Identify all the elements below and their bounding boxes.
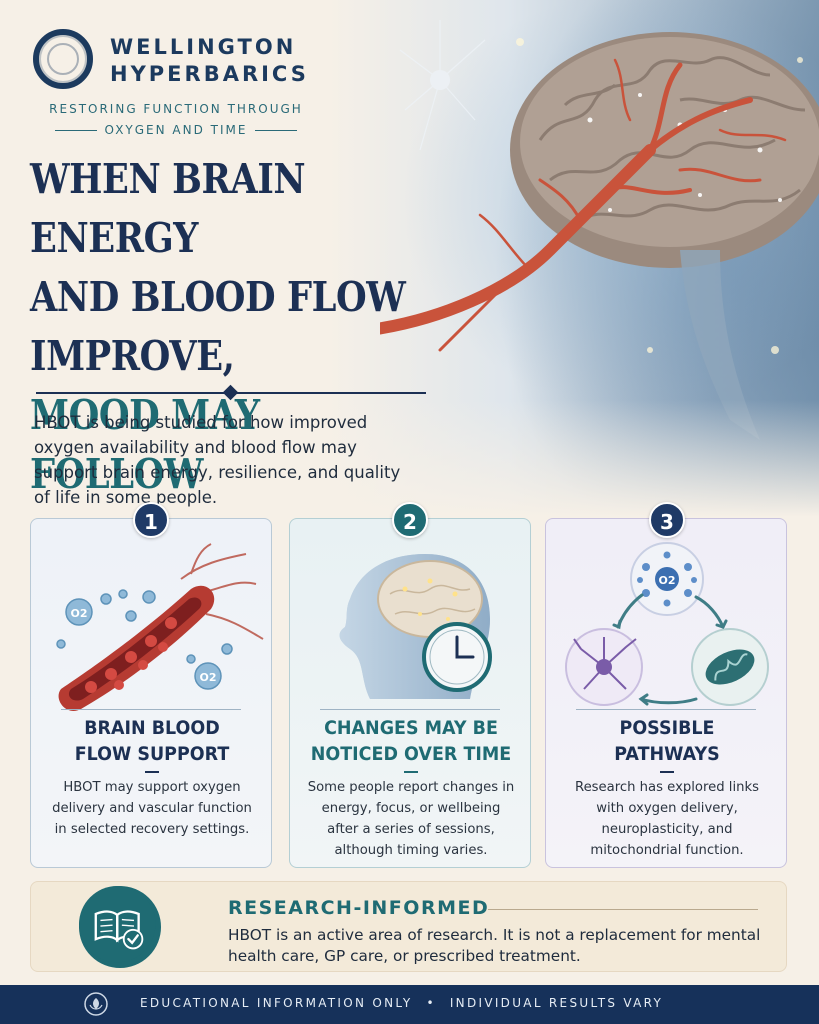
tagline-line1: RESTORING FUNCTION THROUGH	[49, 102, 303, 116]
card-rule	[61, 709, 241, 710]
step-number-badge: 1	[133, 502, 169, 538]
headline-line3: IMPROVE,	[30, 332, 235, 380]
ring-logo-icon	[33, 29, 93, 89]
card-rule	[320, 709, 500, 710]
card-title: BRAIN BLOOD FLOW SUPPORT	[41, 715, 264, 767]
page-title: WHEN BRAIN ENERGY AND BLOOD FLOW IMPROVE…	[30, 150, 426, 504]
step-number-badge: 2	[392, 502, 428, 538]
tagline-line2: OXYGEN AND TIME	[104, 123, 248, 137]
research-title: RESEARCH-INFORMED	[228, 897, 490, 919]
tagline-line2-row: OXYGEN AND TIME	[36, 120, 316, 141]
brain-vessel-illustration	[380, 20, 819, 440]
card-changes-over-time: CHANGES MAY BE NOTICED OVER TIME Some pe…	[289, 518, 531, 868]
card-title: CHANGES MAY BE NOTICED OVER TIME	[300, 715, 523, 767]
footer-bar	[0, 985, 819, 1024]
card-body: Research has explored links with oxygen …	[575, 780, 759, 858]
card-mini-rule	[145, 771, 159, 773]
footer-text: EDUCATIONAL INFORMATION ONLY • INDIVIDUAL …	[140, 996, 663, 1010]
footer-right: INDIVIDUAL RESULTS VARY	[449, 996, 664, 1010]
tagline: RESTORING FUNCTION THROUGH OXYGEN AND TI…	[36, 99, 316, 141]
footer-separator: •	[426, 996, 436, 1010]
footer-left: EDUCATIONAL INFORMATION ONLY	[140, 996, 413, 1010]
card-title-line1: POSSIBLE	[619, 717, 715, 739]
card-title-line1: CHANGES MAY BE	[324, 717, 498, 739]
card-title-line2: FLOW SUPPORT	[74, 743, 230, 765]
oxygen-label-3: O2	[658, 574, 675, 587]
card-body: HBOT may support oxygen delivery and vas…	[52, 780, 252, 837]
open-book-check-icon	[76, 883, 164, 971]
step-number-badge: 3	[649, 502, 685, 538]
headline-line4: MOOD MAY FOLLOW	[30, 391, 260, 498]
card-brain-blood-flow: O2 O2 BRAIN BLOOD FLOW SUPPORT HBOT may …	[30, 518, 272, 868]
brand-name-line2: HYPERBARICS	[110, 62, 309, 86]
tagline-rule-right	[255, 130, 298, 131]
card-title: POSSIBLE PATHWAYS	[556, 715, 779, 767]
card-title-line2: NOTICED OVER TIME	[310, 743, 512, 765]
oxygen-label-2: O2	[199, 671, 216, 684]
intro-text: HBOT is being studied for how improved o…	[34, 413, 401, 507]
research-title-rule	[488, 909, 758, 910]
card-possible-pathways: O2 POSSIBLE PATHWAYS Research has explor…	[545, 518, 787, 868]
head-brain-clock-icon	[339, 554, 492, 699]
headline-line1: WHEN BRAIN ENERGY	[30, 155, 306, 262]
tagline-rule-left	[54, 130, 97, 131]
pathway-cycle-icon: O2	[565, 542, 769, 706]
card-title-line2: PATHWAYS	[614, 743, 720, 765]
brand-name: WELLINGTON HYPERBARICS	[110, 34, 309, 88]
brand-name-line1: WELLINGTON	[110, 35, 297, 59]
card-mini-rule	[660, 771, 674, 773]
card-rule	[576, 709, 756, 710]
headline-line2: AND BLOOD FLOW	[30, 273, 406, 321]
blood-vessel-oxygen-icon: O2 O2	[56, 543, 264, 711]
leaf-emblem-icon	[84, 992, 108, 1016]
card-title-line1: BRAIN BLOOD	[84, 717, 220, 739]
card-body: Some people report changes in energy, fo…	[307, 780, 515, 858]
card-mini-rule	[404, 771, 418, 773]
research-text: HBOT is an active area of research. It i…	[228, 926, 761, 965]
oxygen-label-1: O2	[70, 607, 87, 620]
